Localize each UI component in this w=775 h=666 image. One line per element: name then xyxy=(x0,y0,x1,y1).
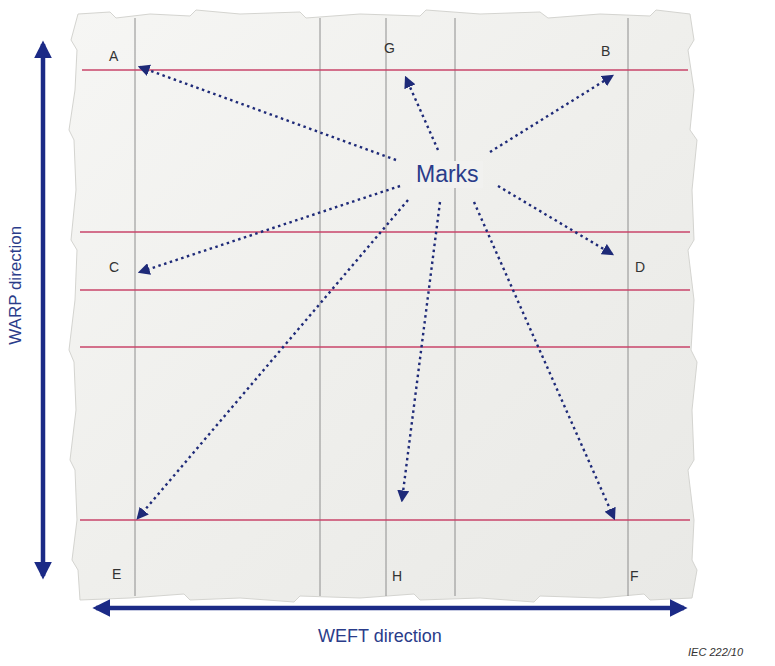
warp-arrow xyxy=(41,44,46,576)
point-letter: D xyxy=(635,260,645,275)
leader-arrows xyxy=(138,67,614,518)
vertical-lines xyxy=(135,18,628,596)
weft-arrow xyxy=(96,606,684,611)
axis-label: WEFT direction xyxy=(318,627,442,647)
pink-lines xyxy=(80,70,690,520)
axis-label: WARP direction xyxy=(7,226,26,345)
figure-number: IEC 222/10 xyxy=(688,646,743,658)
point-letter: A xyxy=(109,49,118,64)
callout-text: Marks xyxy=(412,161,483,188)
fabric-sample xyxy=(69,10,697,602)
point-letter: C xyxy=(109,260,119,275)
point-letter: F xyxy=(630,569,639,584)
point-letter: B xyxy=(601,44,610,59)
point-letter: H xyxy=(392,569,402,584)
point-letter: G xyxy=(384,41,395,56)
point-letter: E xyxy=(112,567,121,582)
